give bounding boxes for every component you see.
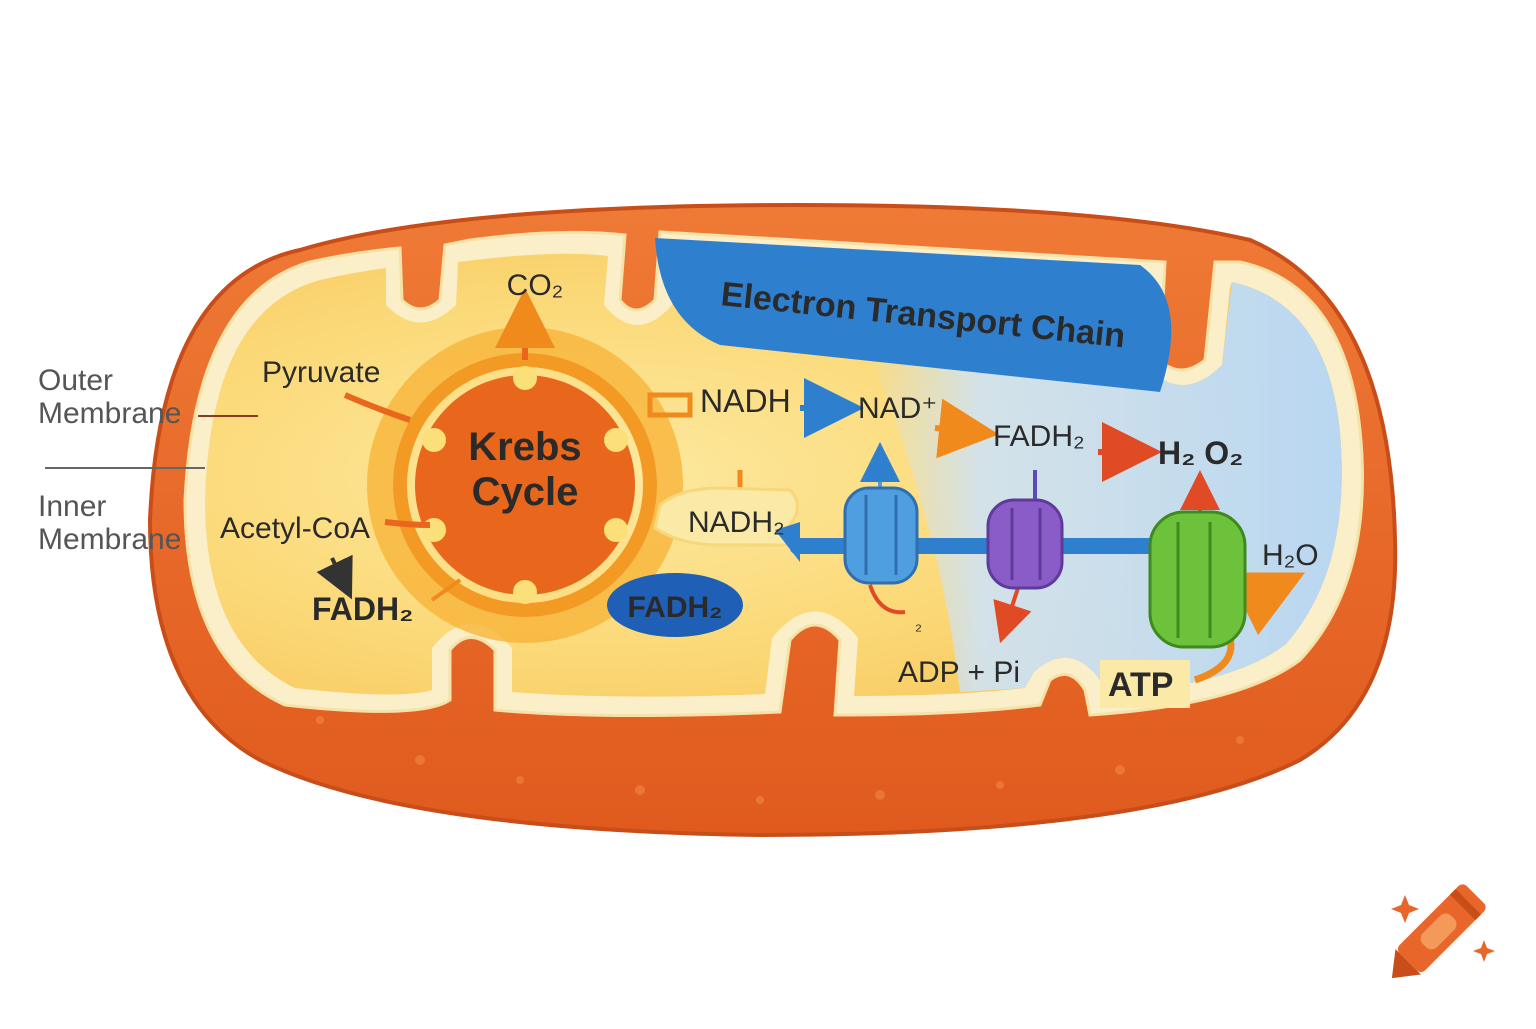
acetyl-coa-label: Acetyl-CoA (220, 512, 370, 545)
adp-pi-label: ADP + Pi (898, 656, 1020, 689)
h2o-label: H₂O (1262, 539, 1319, 572)
fadh2-left-label: FADH₂ (312, 591, 413, 627)
outer-membrane-label: Outer Membrane (38, 364, 181, 430)
fadh2-pill-label: FADH₂ (628, 591, 723, 624)
outer-membrane-line2: Membrane (38, 397, 182, 430)
fadh2-pill: FADH₂ (607, 573, 743, 637)
inner-membrane-line1: Inner (38, 490, 107, 523)
atp-label: ATP (1108, 666, 1173, 704)
inner-membrane-line2: Membrane (38, 523, 182, 556)
atp-synthase (1148, 510, 1247, 649)
nadh-bubble (653, 486, 799, 547)
h2o2-label: H₂ O₂ (1158, 435, 1243, 471)
nad-plus-label: NAD⁺ (858, 392, 937, 425)
pyruvate-label: Pyruvate (262, 356, 380, 389)
krebs-title-line2: Cycle (472, 470, 579, 514)
nadh-mid-label: NADH₂ (688, 506, 785, 539)
etc-banner: Electron Transport Chain (655, 238, 1172, 392)
complex-blue (843, 486, 919, 585)
nadh-top-label: NADH (700, 383, 791, 419)
outer-membrane-line1: Outer (38, 364, 114, 397)
subscript-2-label: ₂ (915, 614, 922, 634)
atp-plate (1100, 660, 1190, 708)
co2-label: CO₂ (507, 269, 564, 302)
krebs-title-line1: Krebs (468, 425, 581, 469)
inner-membrane-label: Inner Membrane (38, 490, 181, 556)
fadh2-top-label: FADH₂ (993, 420, 1085, 453)
complex-purple (986, 498, 1064, 590)
crayon-icon (1391, 884, 1495, 979)
